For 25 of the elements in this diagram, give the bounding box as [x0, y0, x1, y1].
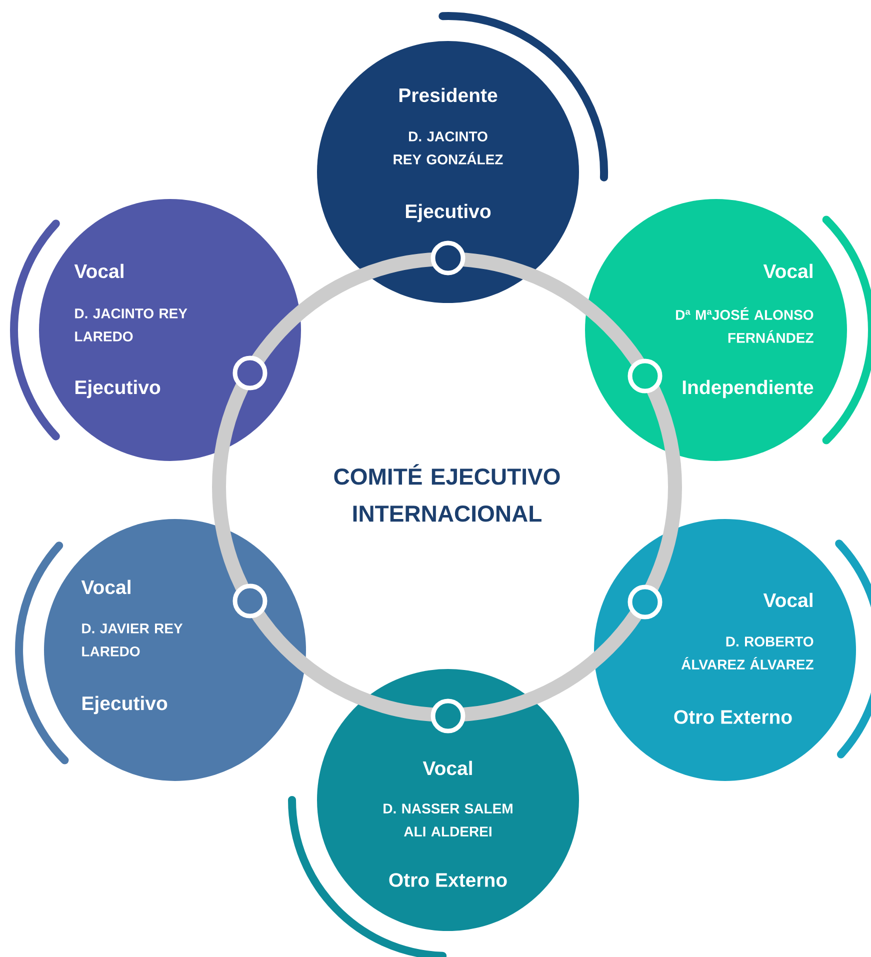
role-heading: Vocal — [81, 580, 130, 594]
role-heading: Vocal — [74, 264, 124, 278]
role-heading: Vocal — [763, 264, 812, 278]
member-name: D. JAVIER REY LAREDO — [82, 624, 183, 656]
role-heading: Vocal — [422, 760, 472, 776]
role-heading: Vocal — [763, 592, 812, 608]
member-type: Ejecutivo — [82, 696, 168, 714]
member-type: Ejecutivo — [76, 380, 160, 398]
member-circle — [585, 199, 847, 461]
member-circle — [317, 669, 579, 931]
member-name: D. JACINTO REY GONZÁLEZ — [394, 132, 503, 164]
member-circle — [44, 519, 306, 781]
center-title: COMITÉ EJECUTIVO INTERNACIONAL — [334, 464, 560, 522]
member-circle — [594, 519, 856, 781]
member-name: D. ROBERTO ÁLVAREZ ÁLVAREZ — [681, 636, 814, 670]
role-heading: Presidente — [399, 88, 498, 102]
member-name: D. NASSER SALEM ALI ALDEREI — [384, 804, 512, 836]
member-circle — [39, 199, 301, 461]
member-type: Otro Externo — [389, 873, 507, 887]
member-name: Dª MªJOSÉ ALONSO FERNÁNDEZ — [676, 307, 814, 343]
member-type: Ejecutivo — [406, 204, 491, 222]
member-type: Independiente — [682, 380, 814, 398]
member-name: D. JACINTO REY LAREDO — [75, 308, 188, 342]
member-type: Otro Externo — [674, 710, 792, 724]
member-circle — [317, 41, 579, 303]
